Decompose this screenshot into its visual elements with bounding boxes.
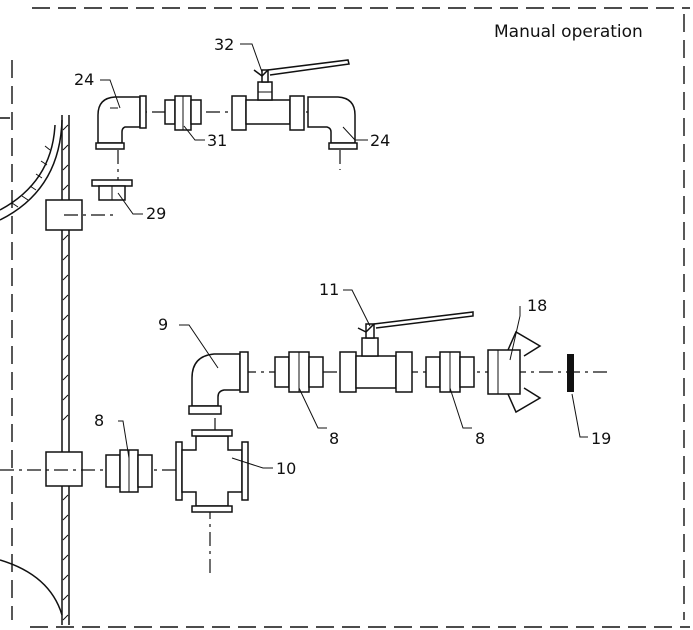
label-9: 9 [158,315,168,334]
elbow-24-left [95,95,147,150]
label-24-left: 24 [74,70,94,89]
tee-10 [175,429,249,513]
nipple-8-middle [274,351,324,393]
nipple-8-right [425,351,475,393]
bushing-29 [91,179,133,201]
label-31: 31 [207,131,227,150]
label-32: 32 [214,35,234,54]
leader-lines [100,43,588,469]
label-10: 10 [276,459,296,478]
label-8-middle: 8 [329,429,339,448]
label-11: 11 [319,280,339,299]
nipple-8-left [105,449,153,493]
label-24-right: 24 [370,131,390,150]
tank-wall [0,115,83,625]
dashed-frame [11,7,690,628]
label-8-right: 8 [475,429,485,448]
elbow-24-right [307,96,358,150]
gasket-19 [567,354,574,392]
label-29: 29 [146,204,166,223]
ball-valve-32 [231,59,350,131]
ball-valve-11 [339,311,474,393]
coupling-18 [487,330,542,414]
nipple-31 [164,95,202,131]
part-labels: 32 24 31 24 29 11 18 9 8 8 8 19 10 [74,35,611,478]
elbow-9 [188,351,249,415]
label-19: 19 [591,429,611,448]
page-title: Manual operation [494,22,643,42]
label-8-left: 8 [94,411,104,430]
label-18: 18 [527,296,547,315]
